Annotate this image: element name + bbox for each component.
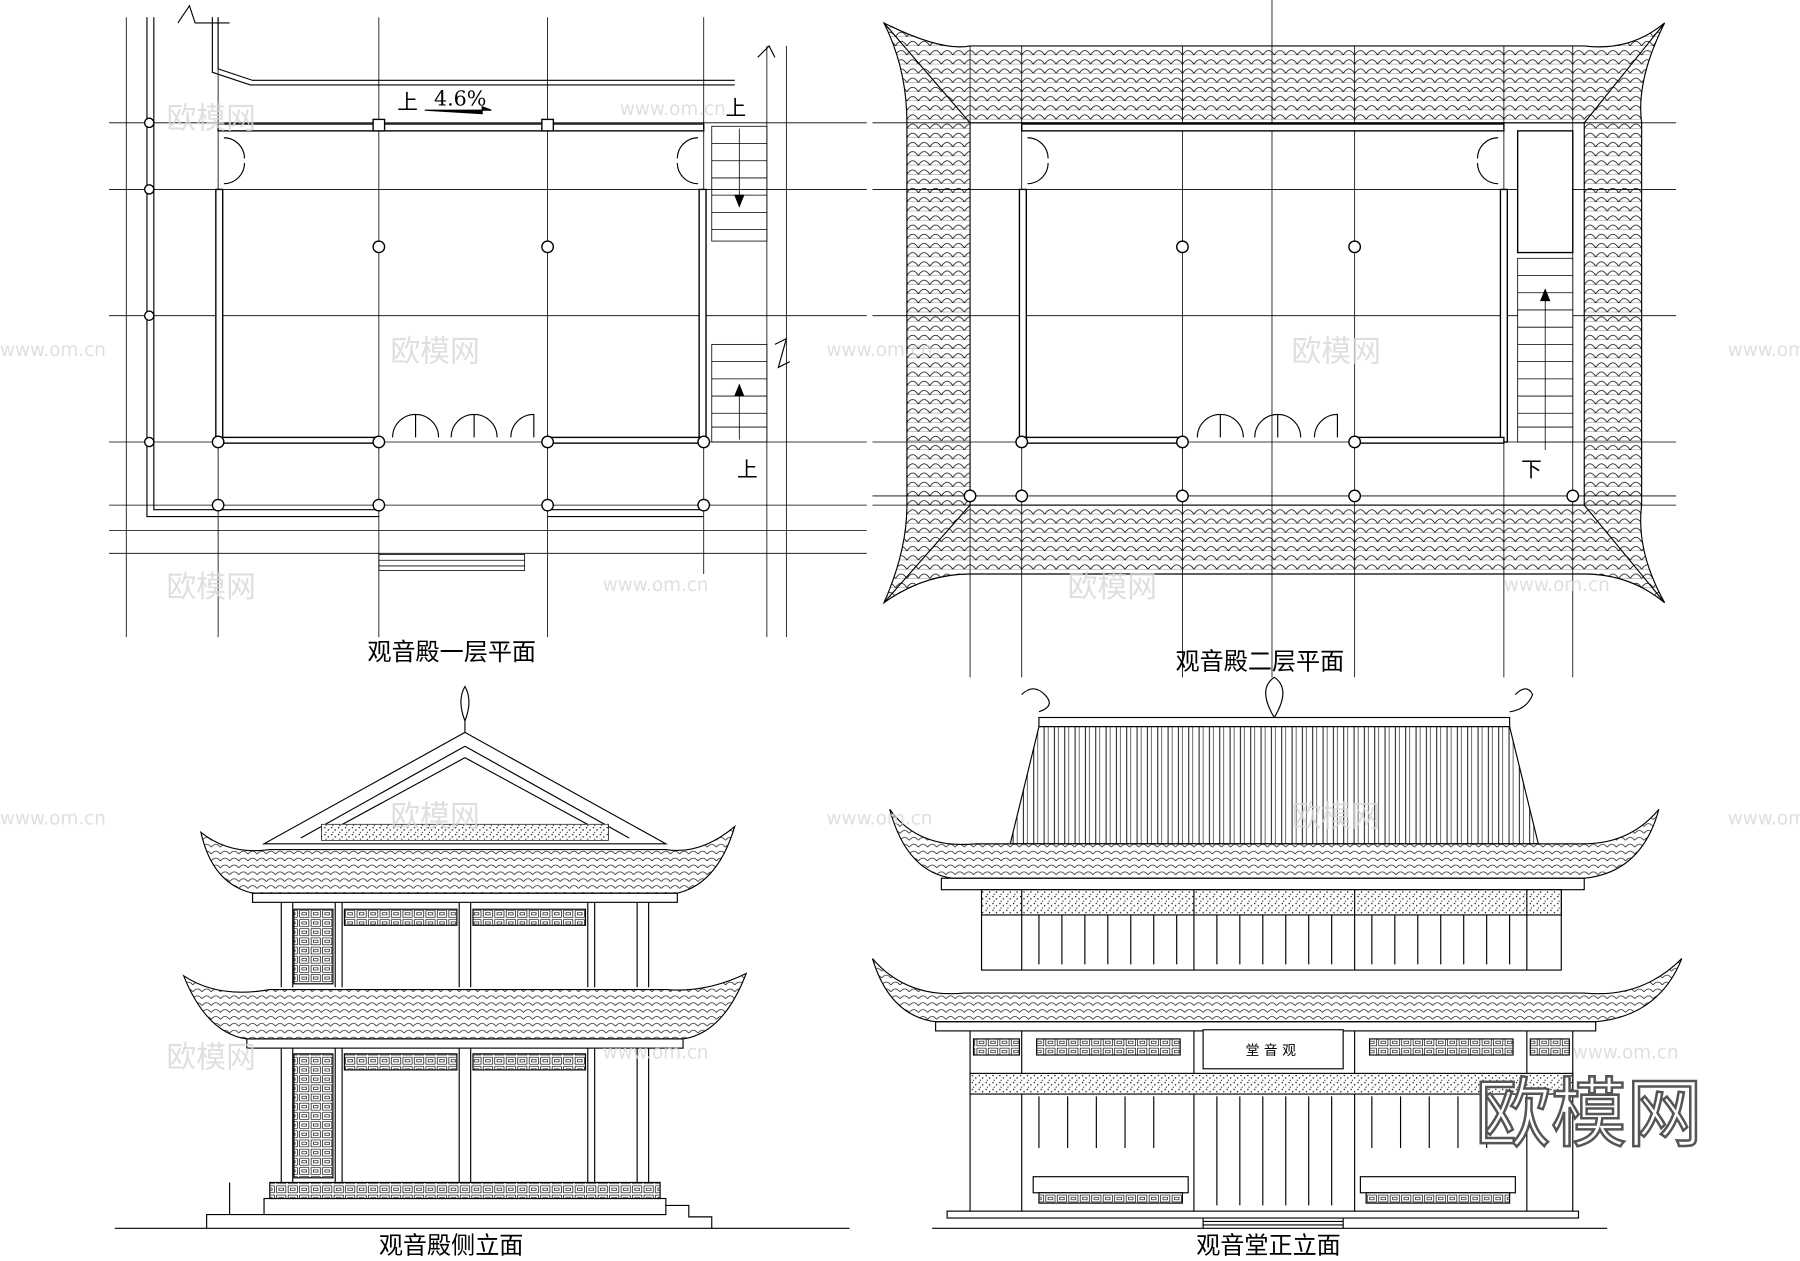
stair-up-label-top: 上 bbox=[726, 96, 747, 120]
watermarks: 欧模网 欧模网 欧模网 欧模网 欧模网 欧模网 欧模网 欧模网 www.om.c… bbox=[0, 99, 1800, 1159]
watermark-url: www.om.cn bbox=[827, 340, 933, 361]
upper-eave bbox=[199, 824, 736, 894]
watermark-url: www.om.cn bbox=[603, 1042, 709, 1063]
front-lower-story bbox=[935, 1021, 1597, 1229]
north-wall bbox=[217, 123, 705, 132]
columns bbox=[143, 117, 711, 512]
watermark-logo: 欧模网 bbox=[390, 335, 479, 370]
floor-area bbox=[969, 122, 1585, 506]
brand-watermark: 欧模网 bbox=[1475, 1070, 1702, 1158]
watermark-logo: 欧模网 bbox=[1292, 800, 1381, 835]
plan-1-caption: 观音殿一层平面 bbox=[367, 638, 536, 666]
watermark-url: www.om.cn bbox=[1573, 1042, 1679, 1063]
watermark-url: www.om.cn bbox=[603, 575, 709, 596]
watermark-url: www.om.cn bbox=[827, 808, 933, 829]
watermark-url: www.om.cn bbox=[0, 340, 106, 361]
lower-eave bbox=[182, 972, 748, 1040]
slope-arrow bbox=[424, 105, 492, 115]
watermark-url: www.om.cn bbox=[620, 99, 726, 120]
stair-up-label-bottom: 上 bbox=[737, 457, 758, 481]
watermark-logo: 欧模网 bbox=[166, 570, 255, 605]
stair-north bbox=[711, 125, 768, 242]
entrance-steps bbox=[378, 554, 526, 571]
front-upper-story bbox=[940, 877, 1585, 971]
side-lower-columns bbox=[206, 1038, 713, 1229]
watermark-logo: 欧模网 bbox=[1292, 335, 1381, 370]
side-upper-columns bbox=[251, 892, 678, 988]
watermark-url: www.om.cn bbox=[0, 808, 106, 829]
slope-up-label: 上 bbox=[397, 90, 418, 114]
side-elevation-caption: 观音殿侧立面 bbox=[379, 1232, 524, 1260]
stair-south bbox=[711, 343, 768, 443]
watermark-url: www.om.cn bbox=[1728, 808, 1800, 829]
side-elevation: 观音殿侧立面 bbox=[114, 685, 850, 1260]
front-elevation-caption: 观音堂正立面 bbox=[1196, 1232, 1341, 1260]
upper-roof bbox=[1009, 726, 1540, 845]
grid-lines-2 bbox=[872, 0, 1677, 678]
watermark-url: www.om.cn bbox=[1728, 340, 1800, 361]
plaque-text: 堂音观 bbox=[1246, 1042, 1301, 1059]
watermark-logo: 欧模网 bbox=[390, 800, 479, 835]
plan-2-caption: 观音殿二层平面 bbox=[1176, 647, 1345, 675]
first-floor-plan: 上 4.6% 上 上 观音殿一层平面 bbox=[109, 4, 867, 666]
second-floor-plan: 下 观音殿二层平面 bbox=[872, 0, 1677, 678]
stair-2 bbox=[1517, 257, 1574, 451]
slope-value: 4.6% bbox=[434, 87, 486, 111]
doors bbox=[223, 137, 699, 438]
front-lower-eave bbox=[871, 958, 1683, 1023]
name-plaque bbox=[1202, 1029, 1344, 1070]
watermark-logo: 欧模网 bbox=[1068, 570, 1157, 605]
watermark-url: www.om.cn bbox=[1504, 575, 1610, 596]
watermark-logo: 欧模网 bbox=[166, 1041, 255, 1076]
watermark-logo: 欧模网 bbox=[166, 102, 255, 137]
terrace-edge bbox=[146, 17, 704, 518]
front-upper-eave bbox=[889, 808, 1660, 879]
stair-down-label: 下 bbox=[1521, 457, 1542, 481]
front-elevation: 堂音观 观音堂正立面 bbox=[871, 676, 1683, 1260]
